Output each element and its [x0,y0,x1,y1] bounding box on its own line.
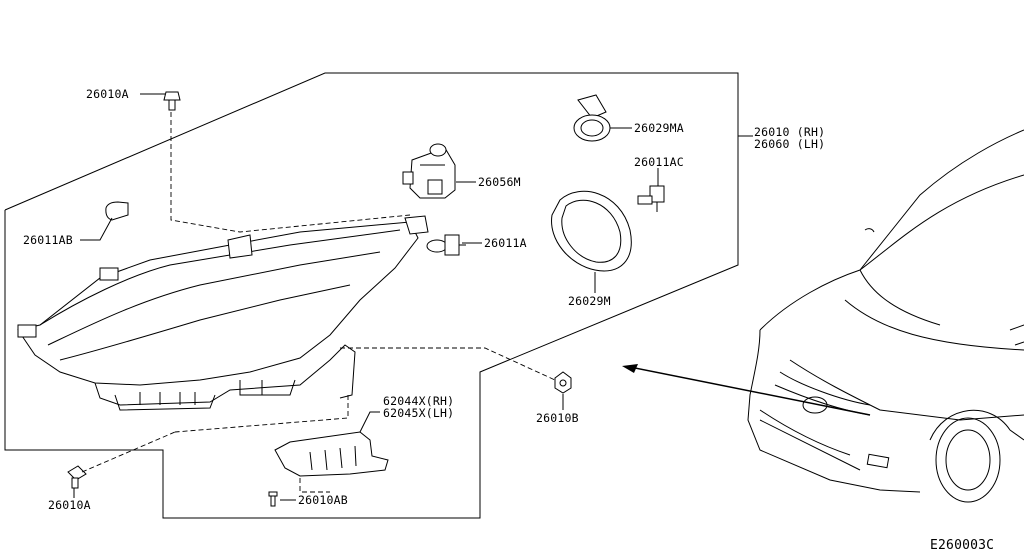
headlamp-assembly[interactable] [17,215,429,411]
label-26011a: 26011A [484,236,527,250]
assembly-frame [4,72,739,519]
label-26029ma: 26029MA [634,121,684,135]
label-26056m: 26056M [478,175,521,189]
diagram-code: E260003C [930,538,994,553]
label-26029m: 26029M [568,294,611,308]
vehicle-front-view [747,129,1024,503]
label-26060-lh: 26060 (LH) [754,137,825,151]
label-26010-rh: 26010 (RH) [754,125,825,139]
bracket-62044x-62045x[interactable] [274,431,389,477]
label-26010a-bottom: 26010A [48,498,91,512]
leveling-motor-26056m[interactable] [402,143,456,199]
seal-ring-26029m[interactable] [551,190,632,272]
label-62045x-lh: 62045X(LH) [383,406,454,420]
screw-26010ab[interactable] [268,491,278,507]
socket-26029ma[interactable] [573,94,611,142]
label-26011ab: 26011AB [23,233,73,247]
bulb-26011ac[interactable] [637,185,665,212]
bulb-26011a[interactable] [426,234,466,256]
screw-26010a-top[interactable] [163,91,181,111]
location-arrow [622,364,871,416]
label-62044x-rh: 62044X(RH) [383,394,454,408]
cap-26011ab[interactable] [105,201,129,221]
nut-26010b[interactable] [554,371,572,394]
screw-26010a-bottom[interactable] [67,465,87,489]
label-26011ac: 26011AC [634,155,684,169]
label-26010a-top: 26010A [86,87,129,101]
label-26010ab: 26010AB [298,493,348,507]
label-26010b: 26010B [536,411,579,425]
